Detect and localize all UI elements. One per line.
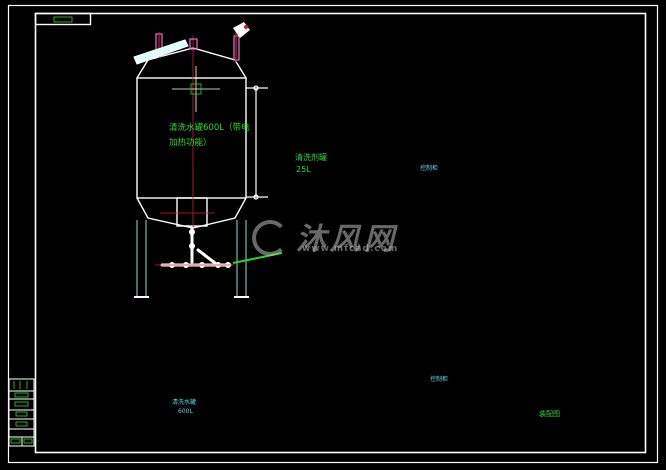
cleaning-water-tank <box>133 22 283 298</box>
watermark-logo-icon <box>252 220 288 256</box>
detergent-tank-label-line2: 25L <box>296 165 311 174</box>
detergent-tank-label-line1: 清洗剂罐 <box>295 153 327 162</box>
title-block-drawing-name: 装配图 <box>539 410 560 418</box>
left-revision-strip <box>8 378 35 447</box>
top-left-tag <box>53 16 73 23</box>
control-box-label: 控制柜 <box>420 165 439 172</box>
drawing-frame <box>7 4 659 464</box>
plan-tank-label-line1: 清洗水罐 <box>172 399 197 406</box>
left-strip-fields <box>10 381 33 444</box>
watermark-url: www.mfcad.com <box>302 244 399 254</box>
plan-tank-label-line2: 600L <box>178 408 193 415</box>
main-tank-label-line1: 清洗水罐600L（带电 <box>169 123 250 133</box>
main-tank-label-line2: 加热功能） <box>169 138 212 148</box>
control-box-plan-label: 控制柜 <box>430 376 449 383</box>
watermark-brand: 沐风网 <box>296 222 398 257</box>
